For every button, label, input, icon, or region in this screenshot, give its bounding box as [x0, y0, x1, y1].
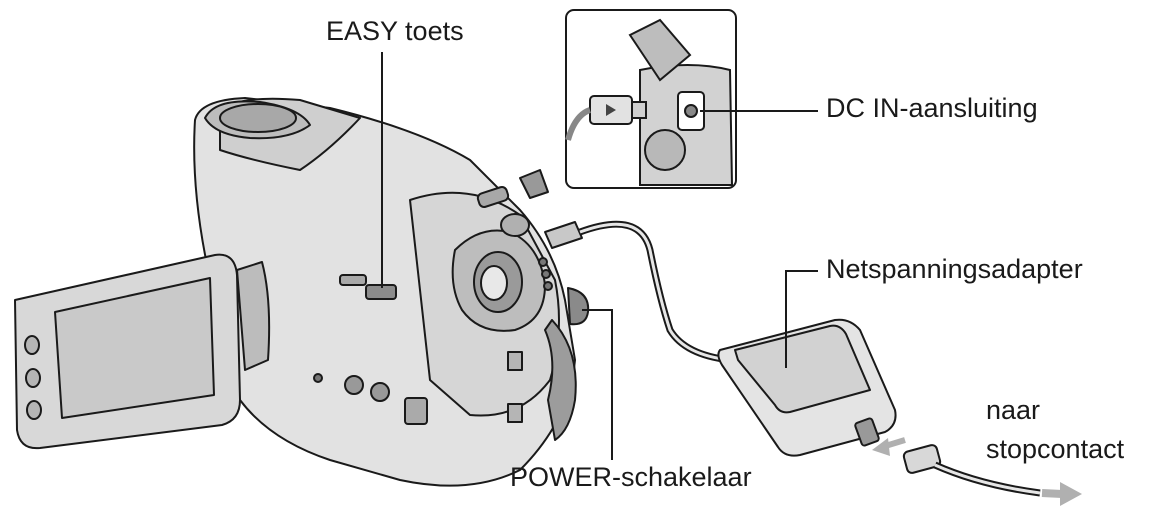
gray-arrow-head: [872, 438, 890, 456]
dc-cable-inner: [579, 222, 731, 362]
outlet-arrow-shaft: [1041, 489, 1063, 498]
zoom-lever: [476, 186, 510, 208]
leader-adapter: [785, 270, 818, 368]
outlet-arrow-icon: [1060, 482, 1082, 506]
ac-cord: [933, 461, 1041, 497]
ac-cord-inner: [934, 463, 1041, 495]
lens-speaker: [219, 103, 297, 133]
screw: [313, 373, 323, 383]
label-easy-button: EASY toets: [326, 16, 464, 46]
button-dot: [538, 257, 548, 267]
viewfinder-glass: [480, 265, 508, 301]
side-latch: [507, 403, 523, 423]
ac-plug-body: [902, 444, 942, 474]
jack: [344, 375, 364, 395]
label-dc-in-jack: DC IN-aansluiting: [826, 93, 1038, 123]
dc-in-inset: [565, 9, 737, 189]
top-lever: [519, 169, 549, 199]
inset-cover-flap: [628, 18, 692, 82]
side-latch: [507, 351, 523, 371]
ac-adapter: [717, 318, 897, 457]
dial: [500, 213, 530, 237]
slot: [339, 274, 367, 286]
adapter-socket: [854, 417, 880, 447]
label-outlet-line1: naar: [986, 395, 1041, 425]
lcd-button: [25, 368, 41, 388]
grip-strap: [544, 319, 577, 441]
jack: [370, 382, 390, 402]
leader-power: [582, 309, 613, 460]
power-switch: [567, 287, 590, 326]
camcorder: [193, 97, 590, 487]
lcd-button: [26, 400, 42, 420]
connector-cover: [404, 397, 428, 425]
lcd-hinge: [236, 261, 271, 371]
label-outlet-line2: stopcontact: [986, 434, 1125, 464]
button-dot: [541, 269, 551, 279]
label-power-switch: POWER-schakelaar: [510, 462, 752, 492]
ac-plug: [902, 444, 942, 474]
button-dot: [543, 281, 553, 291]
lcd-panel: [14, 253, 271, 450]
inset-jack-hole: [684, 104, 698, 118]
inset-cable: [565, 107, 592, 141]
inset-plug-tip: [631, 101, 647, 119]
plug-triangle-icon: [606, 104, 616, 116]
lcd-button: [24, 335, 40, 355]
lcd-screen: [54, 277, 215, 419]
label-ac-adapter: Netspanningsadapter: [826, 254, 1083, 284]
dc-cable: [578, 220, 731, 364]
adapter-top: [734, 324, 871, 414]
inset-dial: [644, 129, 686, 171]
dc-plug-camera: [544, 221, 583, 249]
